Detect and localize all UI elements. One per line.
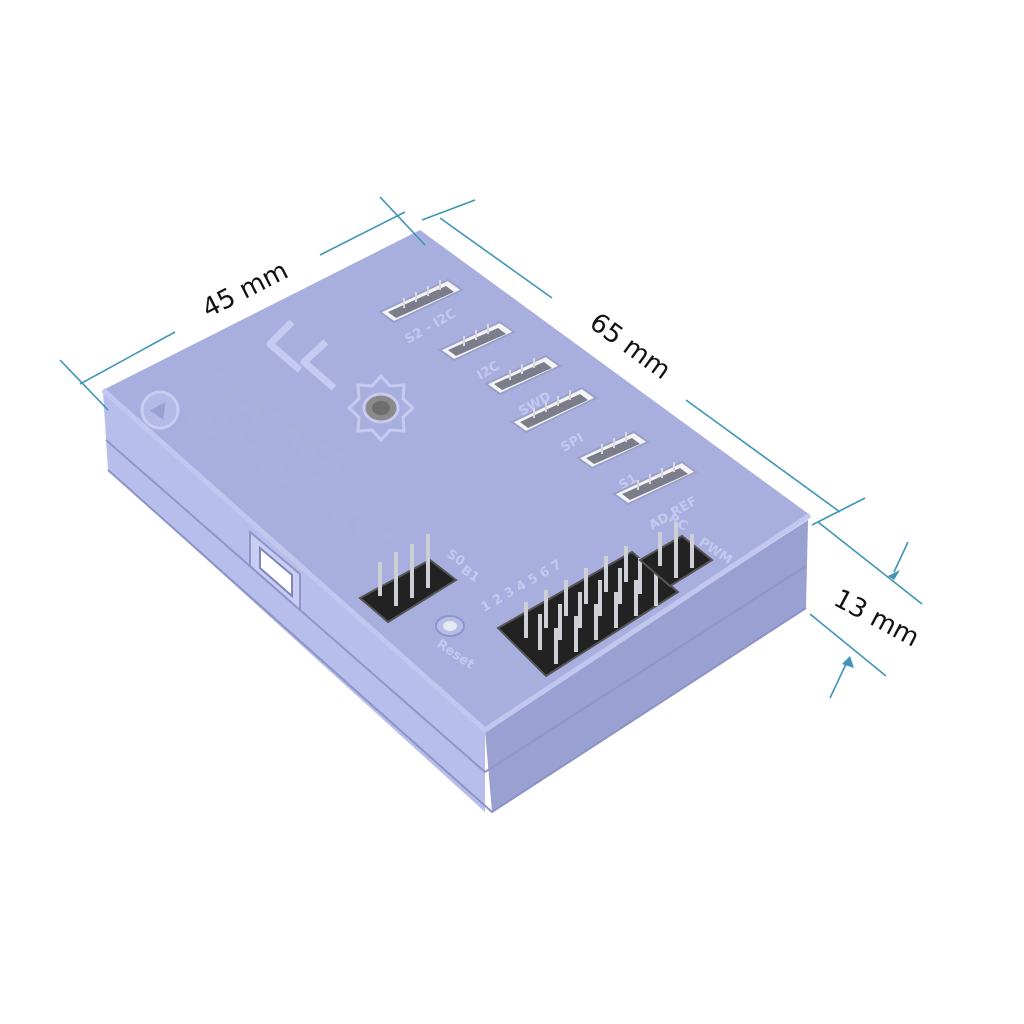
case-front-face — [485, 520, 808, 812]
arrow-up-icon — [842, 656, 854, 668]
star-emblem-icon — [346, 373, 416, 443]
case-top-edge — [101, 388, 812, 734]
connector-group: S2 - I2C I2C SWD SPI S1 — [378, 278, 700, 533]
maker-logo-icon — [140, 390, 180, 430]
arrow-down-icon — [888, 570, 900, 580]
pwm-pin-header: RC PWM — [638, 511, 735, 588]
logo-chevrons — [266, 319, 337, 391]
usb-port — [249, 529, 301, 613]
case-seam — [105, 439, 807, 774]
dimension-13mm: 13 mm — [809, 521, 924, 699]
